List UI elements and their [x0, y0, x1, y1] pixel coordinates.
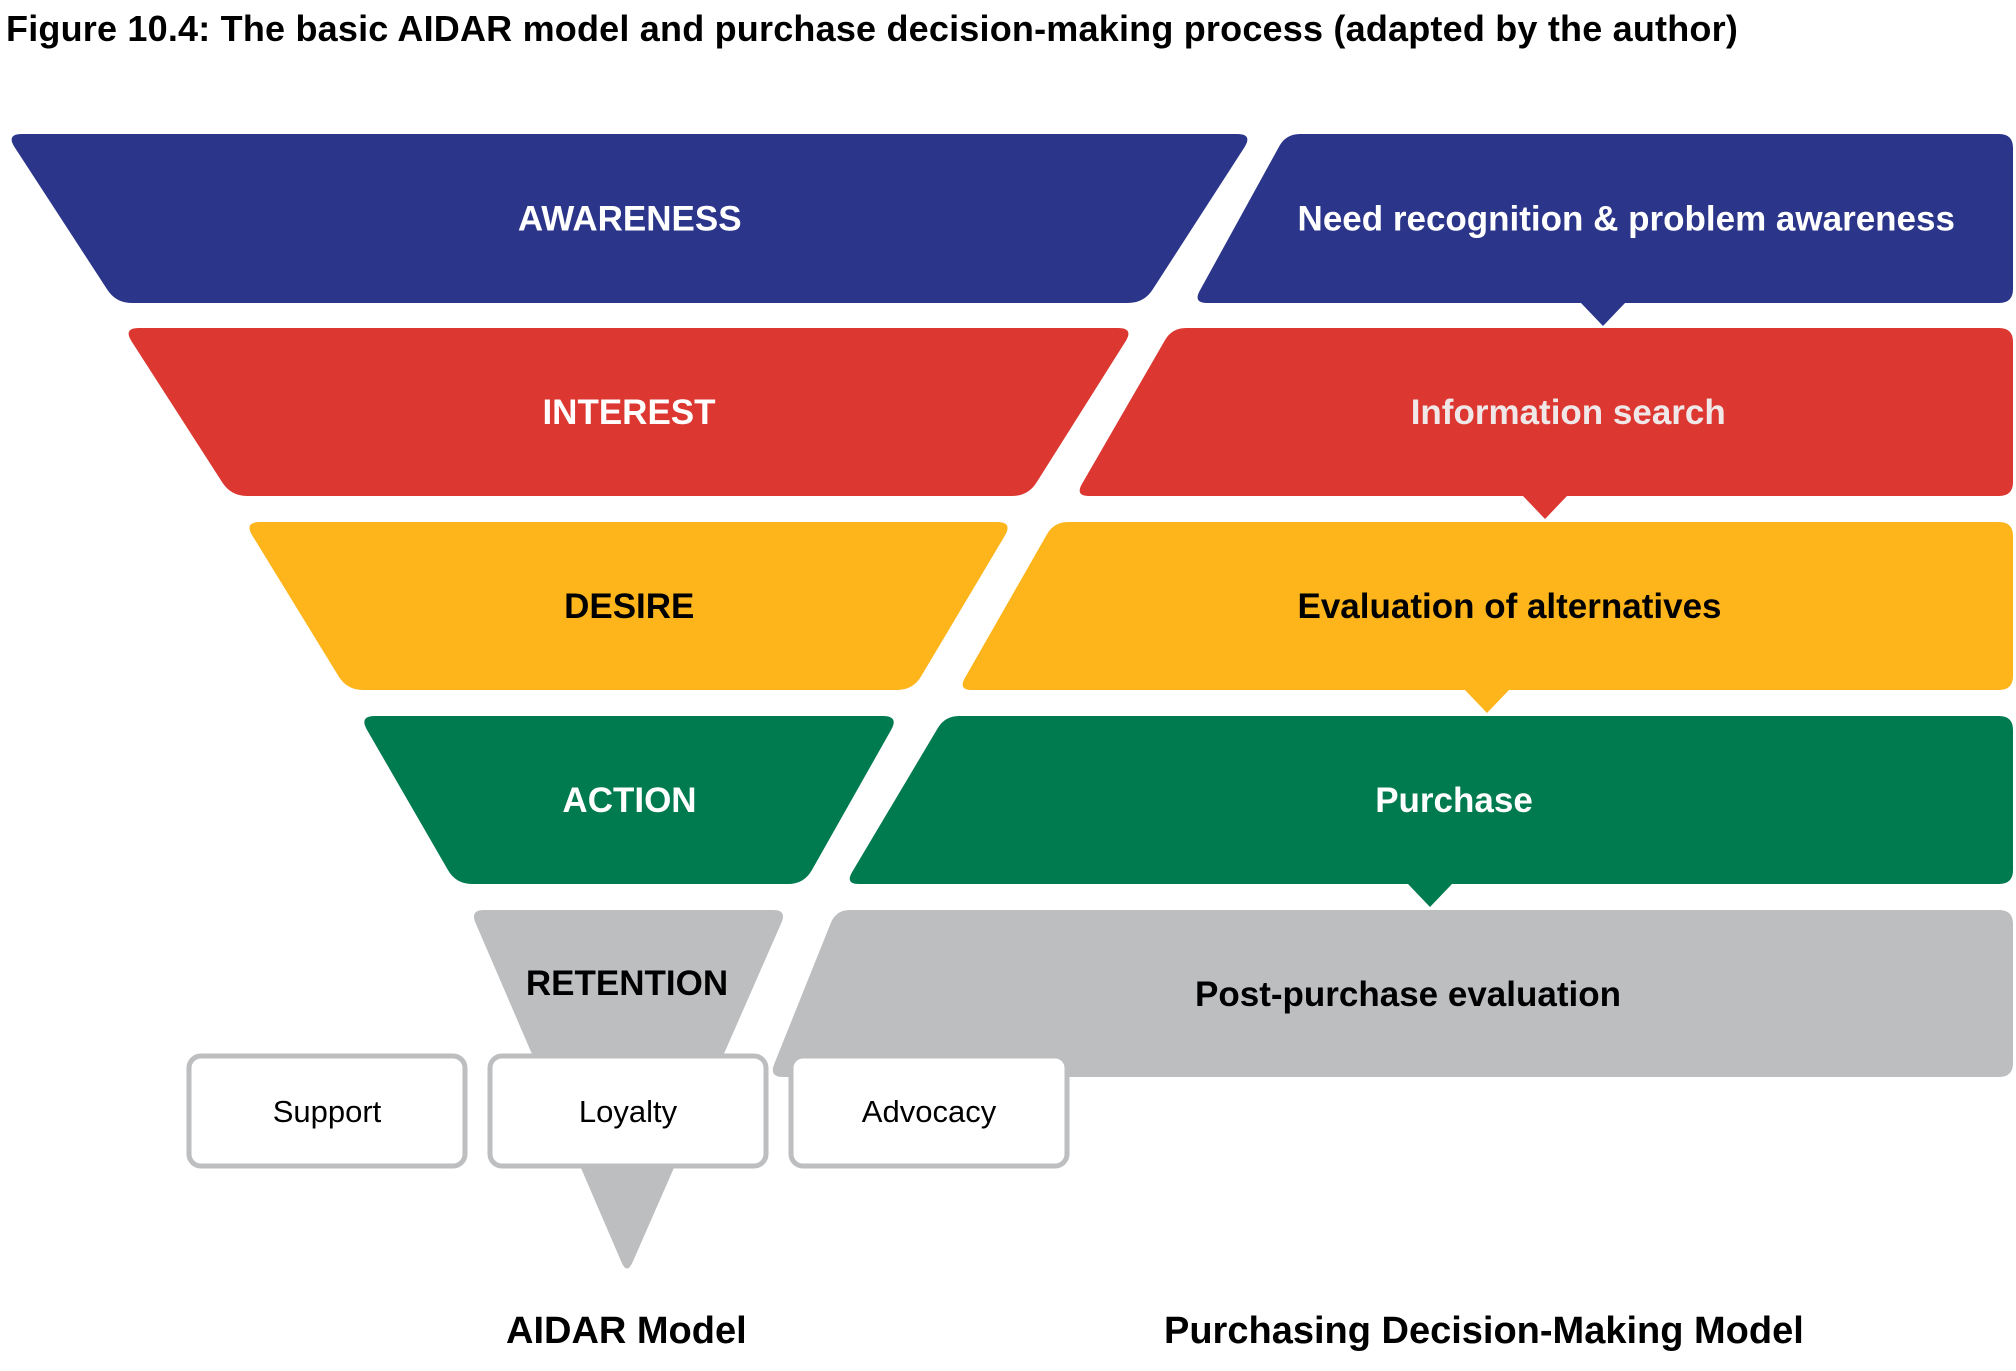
- item-label: Loyalty: [579, 1094, 678, 1129]
- aidar-model-label: AIDAR Model: [506, 1310, 747, 1352]
- stage-shape: [249, 522, 1008, 690]
- aidar-stage-interest: INTEREST: [128, 328, 1129, 496]
- stage-shape: [849, 716, 2013, 907]
- stage-label: Need recognition & problem awareness: [1298, 200, 1955, 239]
- retention-item-support: Support: [186, 1053, 468, 1169]
- pdm-stack: Need recognition & problem awarenessInfo…: [772, 134, 2013, 1077]
- stage-shape: [1079, 328, 2013, 519]
- item-box: [788, 1053, 1070, 1169]
- aidar-stage-awareness: AWARENESS: [11, 134, 1248, 303]
- item-label: Support: [273, 1094, 382, 1129]
- pdm-model-label: Purchasing Decision-Making Model: [1164, 1310, 1804, 1352]
- stage-shape: [772, 910, 2013, 1077]
- stage-shape: [364, 716, 894, 884]
- aidar-stage-desire: DESIRE: [249, 522, 1008, 690]
- stage-label: Purchase: [1375, 781, 1533, 820]
- stage-shape: [1197, 134, 2013, 326]
- stage-shape: [128, 328, 1129, 496]
- retention-item-advocacy: Advocacy: [788, 1053, 1070, 1169]
- figure-title: Figure 10.4: The basic AIDAR model and p…: [6, 8, 1739, 49]
- stage-shape: [962, 522, 2013, 713]
- pdm-stage-need-recognition-problem-awareness: Need recognition & problem awareness: [1197, 134, 2013, 326]
- pdm-stage-post-purchase-evaluation: Post-purchase evaluation: [772, 910, 2013, 1077]
- aidar-stage-action: ACTION: [364, 716, 894, 884]
- item-label: Advocacy: [862, 1094, 997, 1129]
- stage-label: DESIRE: [564, 587, 694, 626]
- stage-label: RETENTION: [526, 964, 728, 1003]
- stage-label: ACTION: [562, 781, 696, 820]
- item-box: [186, 1053, 468, 1169]
- retention-items: Support Loyalty Advocacy: [186, 1053, 1070, 1169]
- item-box: [487, 1053, 769, 1169]
- pdm-stage-information-search: Information search: [1079, 328, 2013, 519]
- pdm-stage-evaluation-of-alternatives: Evaluation of alternatives: [962, 522, 2013, 713]
- stage-label: Post-purchase evaluation: [1195, 975, 1621, 1014]
- stage-label: Information search: [1411, 393, 1726, 432]
- pdm-stage-purchase: Purchase: [849, 716, 2013, 907]
- stage-label: AWARENESS: [518, 200, 742, 239]
- stage-shape: [11, 134, 1248, 303]
- stage-label: INTEREST: [542, 393, 715, 432]
- stage-label: Evaluation of alternatives: [1297, 587, 1721, 626]
- retention-item-loyalty: Loyalty: [487, 1053, 769, 1169]
